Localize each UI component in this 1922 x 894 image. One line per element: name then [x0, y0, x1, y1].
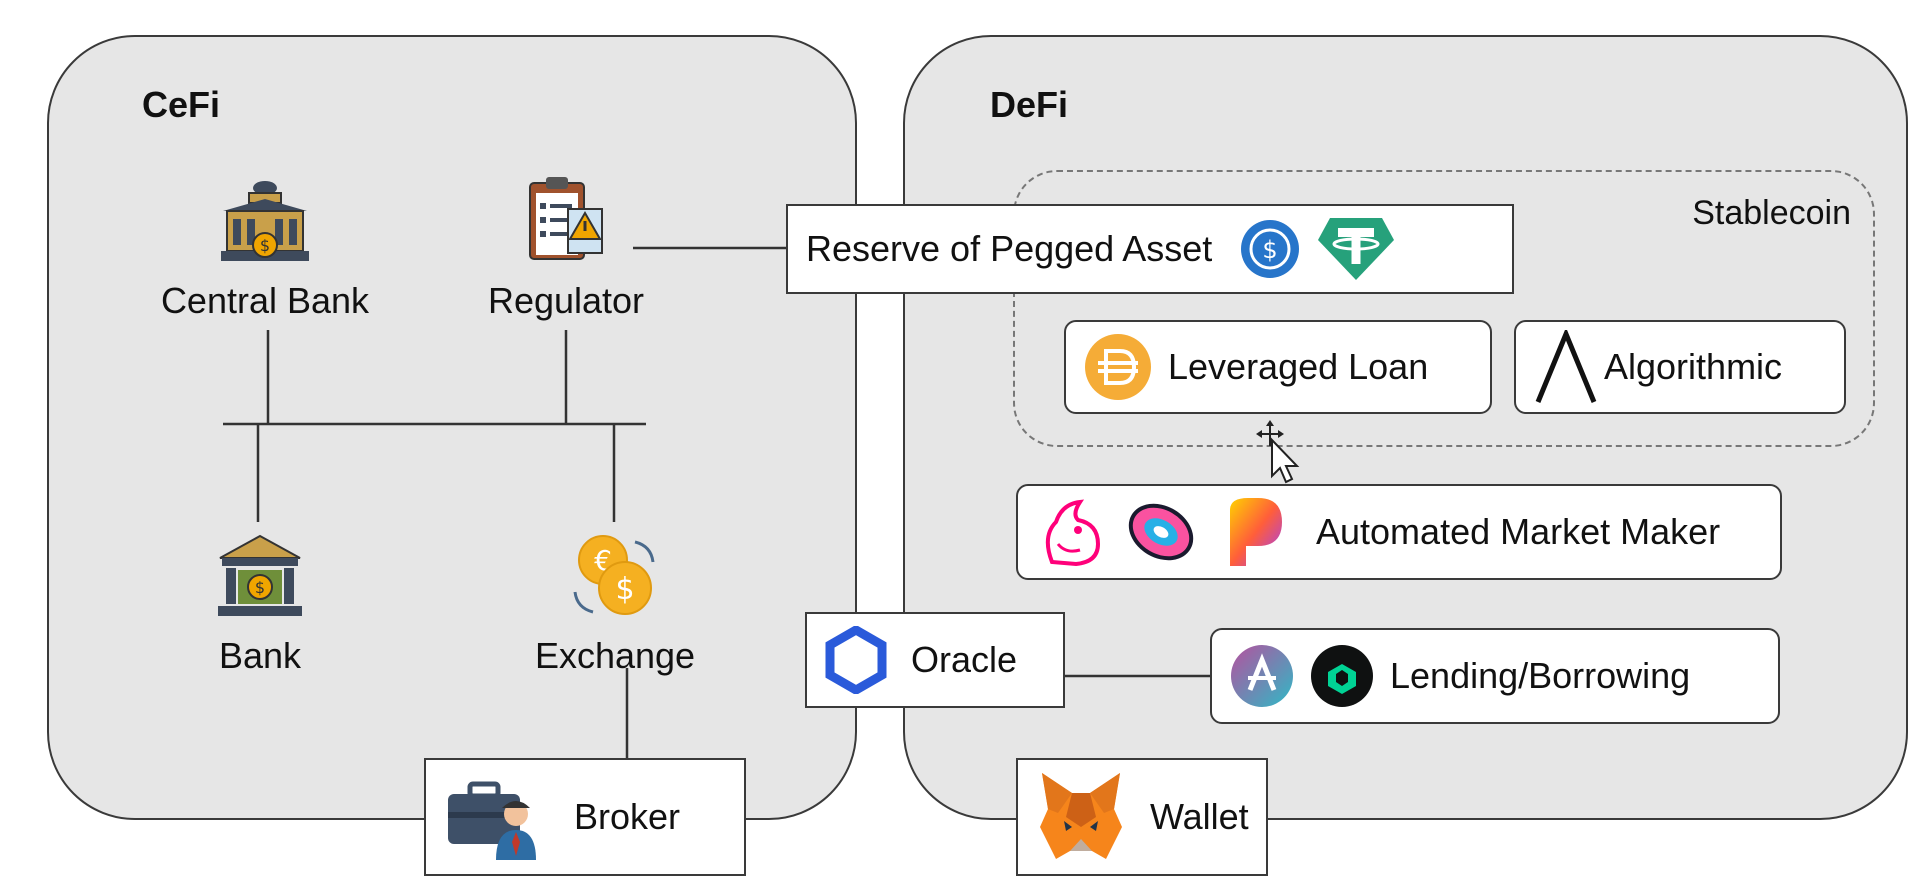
svg-text:$: $ [1263, 236, 1278, 264]
dai-icon [1084, 333, 1152, 401]
uniswap-icon [1036, 496, 1106, 568]
reserve-box: Reserve of Pegged Asset $ [786, 204, 1514, 294]
bank-icon: $ [210, 530, 310, 622]
stablecoin-label: Stablecoin [1692, 194, 1851, 232]
defi-title: DeFi [990, 84, 1069, 125]
usdc-icon: $ [1240, 219, 1300, 279]
currency-exchange-icon: € $ [565, 530, 665, 622]
cefi-panel [47, 35, 857, 820]
broker-box: Broker [424, 758, 746, 876]
move-cursor-icon [1256, 420, 1304, 489]
government-building-icon: $ [215, 175, 315, 267]
svg-text:$: $ [255, 578, 265, 597]
regulator-node: Regulator [466, 175, 666, 322]
amm-label: Automated Market Maker [1316, 511, 1721, 552]
lambda-icon [1534, 330, 1598, 404]
leveraged-loan-label: Leveraged Loan [1168, 346, 1429, 387]
svg-text:$: $ [615, 572, 634, 607]
regulator-label: Regulator [487, 280, 645, 321]
algorithmic-box: Algorithmic [1514, 320, 1846, 414]
algorithmic-label: Algorithmic [1604, 346, 1783, 387]
oracle-box: Oracle [805, 612, 1065, 708]
metamask-fox-icon [1036, 769, 1126, 865]
briefcase-person-icon [444, 772, 540, 862]
reserve-label: Reserve of Pegged Asset [806, 228, 1213, 269]
oracle-label: Oracle [911, 639, 1018, 680]
wallet-label: Wallet [1150, 796, 1249, 837]
compound-icon [1310, 644, 1374, 708]
svg-text:$: $ [260, 236, 270, 255]
aave-icon [1230, 644, 1294, 708]
tether-icon [1316, 216, 1396, 282]
lending-box: Lending/Borrowing [1210, 628, 1780, 724]
sushiswap-icon [1122, 494, 1200, 570]
leveraged-loan-box: Leveraged Loan [1064, 320, 1492, 414]
bank-node: $ Bank [180, 530, 340, 677]
chainlink-icon [825, 626, 887, 694]
wallet-box: Wallet [1016, 758, 1268, 876]
bank-label: Bank [218, 635, 302, 676]
amm-box: Automated Market Maker [1016, 484, 1782, 580]
lending-label: Lending/Borrowing [1390, 655, 1691, 696]
exchange-node: € $ Exchange [520, 530, 710, 677]
central-bank-node: $ Central Bank [130, 175, 400, 322]
stablecoin-group: Stablecoin [1013, 170, 1875, 447]
cefi-title: CeFi [142, 84, 221, 125]
exchange-label: Exchange [534, 635, 696, 676]
clipboard-warning-icon [516, 175, 616, 267]
central-bank-label: Central Bank [160, 280, 370, 321]
broker-label: Broker [574, 796, 681, 837]
pancakeswap-icon [1216, 494, 1290, 570]
